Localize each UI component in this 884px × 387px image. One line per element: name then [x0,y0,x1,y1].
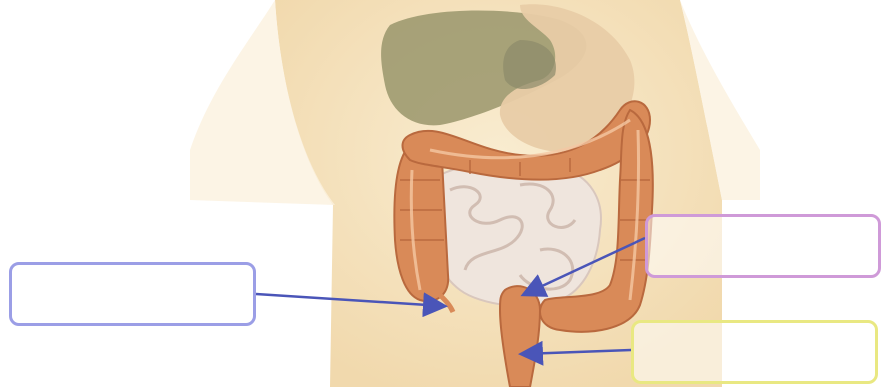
label-box-right[interactable] [645,214,881,278]
label-box-left[interactable] [9,262,256,326]
small-intestine [432,163,601,306]
label-box-bottom[interactable] [631,320,878,384]
